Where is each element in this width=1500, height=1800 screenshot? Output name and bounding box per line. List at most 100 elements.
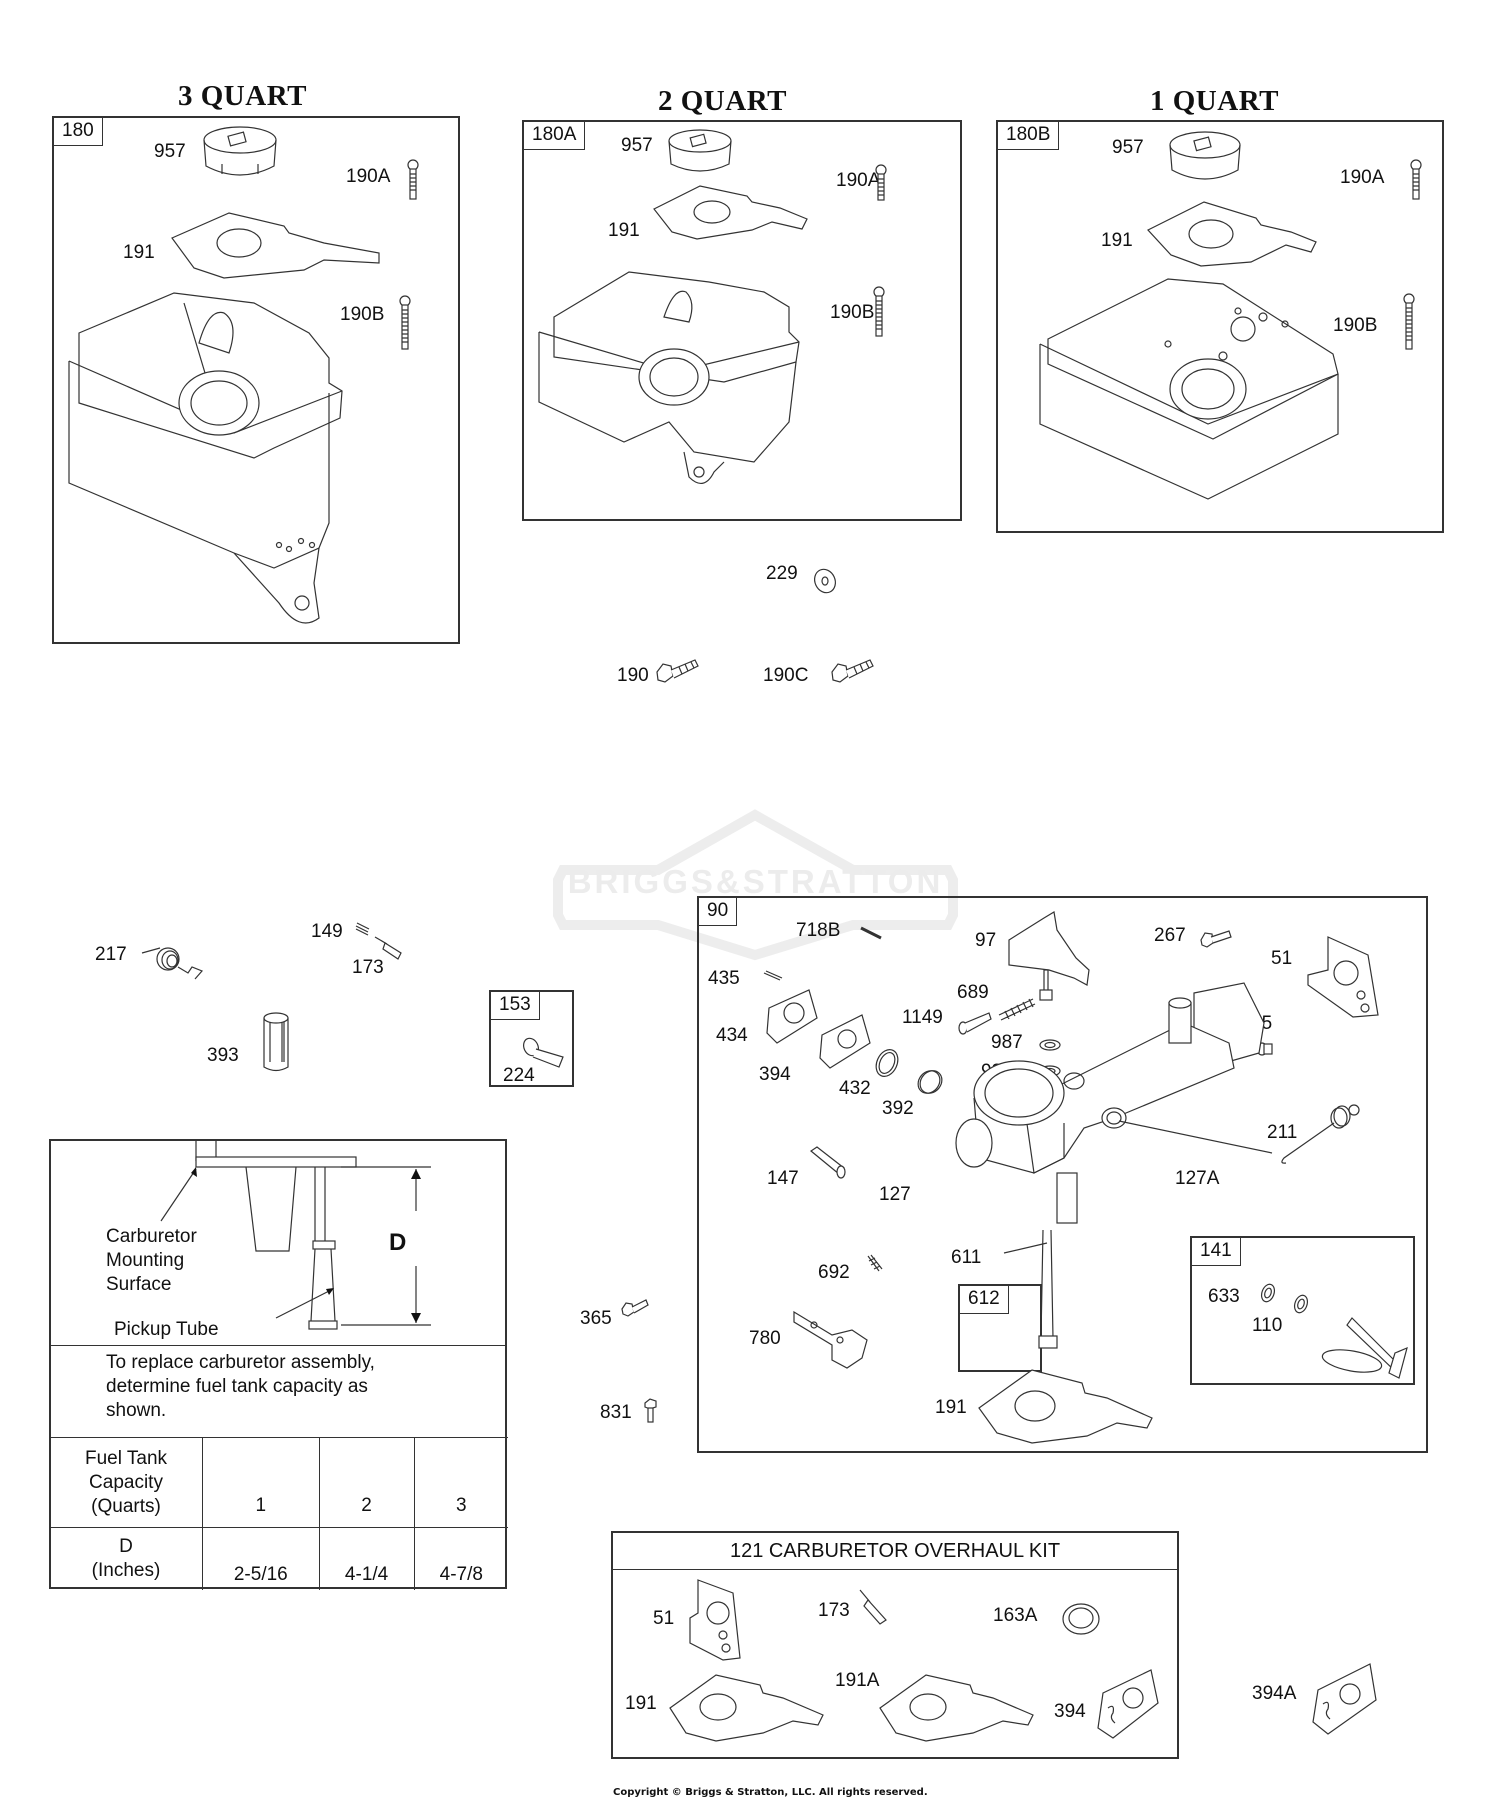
part-label-190A[interactable]: 190A	[1340, 167, 1385, 188]
screw-435-icon[interactable]	[762, 970, 784, 984]
part-label-190[interactable]: 190	[617, 665, 649, 686]
spring-692-icon[interactable]	[865, 1253, 885, 1275]
bracket-97-icon[interactable]	[1004, 910, 1094, 1005]
seal-432-icon[interactable]	[872, 1046, 902, 1081]
part-label-224[interactable]: 224	[503, 1065, 535, 1086]
part-label-692[interactable]: 692	[818, 1262, 850, 1283]
pickup-tube-612-icon[interactable]	[1037, 1228, 1061, 1368]
gasket-51-icon[interactable]	[688, 1578, 748, 1663]
washer-110-icon[interactable]	[1292, 1293, 1310, 1315]
gasket-191A-icon[interactable]	[878, 1673, 1038, 1743]
part-label-718B[interactable]: 718B	[796, 920, 841, 941]
part-label-217[interactable]: 217	[95, 944, 127, 965]
part-label-987[interactable]: 987	[991, 1032, 1023, 1053]
assembly-tag[interactable]: 180B	[998, 122, 1060, 150]
part-label-110[interactable]: 110	[1252, 1315, 1283, 1336]
part-label-127A[interactable]: 127A	[1175, 1168, 1220, 1189]
part-label-51[interactable]: 51	[1271, 948, 1293, 969]
screw-190C-icon[interactable]	[830, 656, 875, 686]
gasket-394-icon[interactable]	[812, 1013, 872, 1073]
part-label-229[interactable]: 229	[766, 563, 798, 584]
assembly-tag[interactable]: 90	[699, 898, 738, 926]
part-label-394[interactable]: 394	[759, 1064, 791, 1085]
part-label-190A[interactable]: 190A	[346, 166, 391, 187]
part-label-191A[interactable]: 191A	[835, 1670, 880, 1691]
fuel-tank-1-quart-icon[interactable]	[1038, 274, 1358, 504]
screw-190B-icon[interactable]	[1401, 293, 1417, 354]
part-label-633[interactable]: 633	[1208, 1286, 1240, 1307]
part-label-51[interactable]: 51	[653, 1608, 675, 1629]
part-label-435[interactable]: 435	[708, 968, 740, 989]
part-label-689[interactable]: 689	[957, 982, 989, 1003]
gasket-394A-icon[interactable]	[1308, 1662, 1383, 1737]
gasket-191-icon[interactable]	[1146, 200, 1321, 270]
part-label-392[interactable]: 392	[882, 1098, 914, 1119]
screw-190-icon[interactable]	[655, 656, 700, 686]
part-label-147[interactable]: 147	[767, 1168, 799, 1189]
needle-173-icon[interactable]	[373, 935, 405, 961]
part-label-190A[interactable]: 190A	[836, 170, 881, 191]
part-label-191[interactable]: 191	[608, 220, 640, 241]
assembly-tag[interactable]: 180	[54, 118, 103, 146]
seal-163A-icon[interactable]	[1061, 1601, 1101, 1637]
spring-149-icon[interactable]	[354, 922, 372, 938]
part-label-957[interactable]: 957	[154, 141, 186, 162]
part-label-394A[interactable]: 394A	[1252, 1683, 1297, 1704]
screw-190B-icon[interactable]	[871, 286, 887, 342]
carburetor-body-127-icon[interactable]	[944, 943, 1274, 1273]
screw-190A-icon[interactable]	[1408, 159, 1424, 204]
part-label-957[interactable]: 957	[1112, 137, 1144, 158]
part-label-190B[interactable]: 190B	[1333, 315, 1378, 336]
screw-831-icon[interactable]	[642, 1397, 660, 1425]
part-label-432[interactable]: 432	[839, 1078, 871, 1099]
fuel-cap-icon[interactable]	[1168, 130, 1248, 190]
gasket-191-icon[interactable]	[668, 1673, 828, 1743]
part-label-211[interactable]: 211	[1267, 1122, 1298, 1143]
part-label-957[interactable]: 957	[621, 135, 653, 156]
part-label-780[interactable]: 780	[749, 1328, 781, 1349]
screw-190A-icon[interactable]	[405, 159, 421, 204]
sleeve-393-icon[interactable]	[262, 1012, 292, 1074]
washer-633-icon[interactable]	[1259, 1282, 1277, 1304]
assembly-tag[interactable]: 180A	[524, 122, 586, 150]
bracket-780-icon[interactable]	[792, 1310, 872, 1370]
throttle-shaft-icon[interactable]	[1317, 1313, 1412, 1383]
spring-211-icon[interactable]	[1274, 1098, 1364, 1168]
fuel-cap-icon[interactable]	[202, 124, 282, 184]
gasket-191-icon[interactable]	[164, 208, 394, 279]
part-label-191[interactable]: 191	[935, 1397, 967, 1418]
washer-229-icon[interactable]	[812, 567, 840, 595]
part-label-149[interactable]: 149	[311, 921, 343, 942]
part-label-831[interactable]: 831	[600, 1402, 632, 1423]
part-label-163A[interactable]: 163A	[993, 1605, 1038, 1626]
assembly-tag[interactable]: 612	[960, 1286, 1009, 1314]
part-label-190B[interactable]: 190B	[830, 302, 875, 323]
part-label-191[interactable]: 191	[1101, 230, 1133, 251]
screw-190A-icon[interactable]	[873, 164, 889, 205]
gasket-191-icon[interactable]	[977, 1368, 1157, 1444]
part-label-173[interactable]: 173	[352, 957, 384, 978]
screw-267-icon[interactable]	[1199, 928, 1234, 953]
gasket-191-icon[interactable]	[652, 184, 812, 240]
gasket-51-icon[interactable]	[1303, 935, 1383, 1025]
fuel-tank-2-quart-icon[interactable]	[534, 262, 834, 512]
gasket-394-icon[interactable]	[1093, 1668, 1163, 1743]
fuel-cap-icon[interactable]	[667, 128, 737, 178]
part-label-190C[interactable]: 190C	[763, 665, 809, 686]
part-label-434[interactable]: 434	[716, 1025, 748, 1046]
screw-190B-icon[interactable]	[397, 295, 413, 354]
part-label-127[interactable]: 127	[879, 1184, 911, 1205]
part-label-611[interactable]: 611	[951, 1247, 982, 1268]
assembly-tag[interactable]: 141	[1192, 1238, 1241, 1266]
part-label-1149[interactable]: 1149	[902, 1007, 943, 1028]
screw-365-icon[interactable]	[620, 1297, 650, 1321]
part-label-97[interactable]: 97	[975, 930, 997, 951]
needle-173-icon[interactable]	[858, 1588, 894, 1628]
part-label-267[interactable]: 267	[1154, 925, 1186, 946]
assembly-tag[interactable]: 153	[491, 992, 540, 1020]
fuel-tank-3-quart-icon[interactable]	[64, 283, 384, 638]
ring-392-icon[interactable]	[914, 1066, 944, 1098]
part-label-393[interactable]: 393	[207, 1045, 239, 1066]
part-label-365[interactable]: 365	[580, 1308, 612, 1329]
screw-147-icon[interactable]	[809, 1146, 849, 1182]
